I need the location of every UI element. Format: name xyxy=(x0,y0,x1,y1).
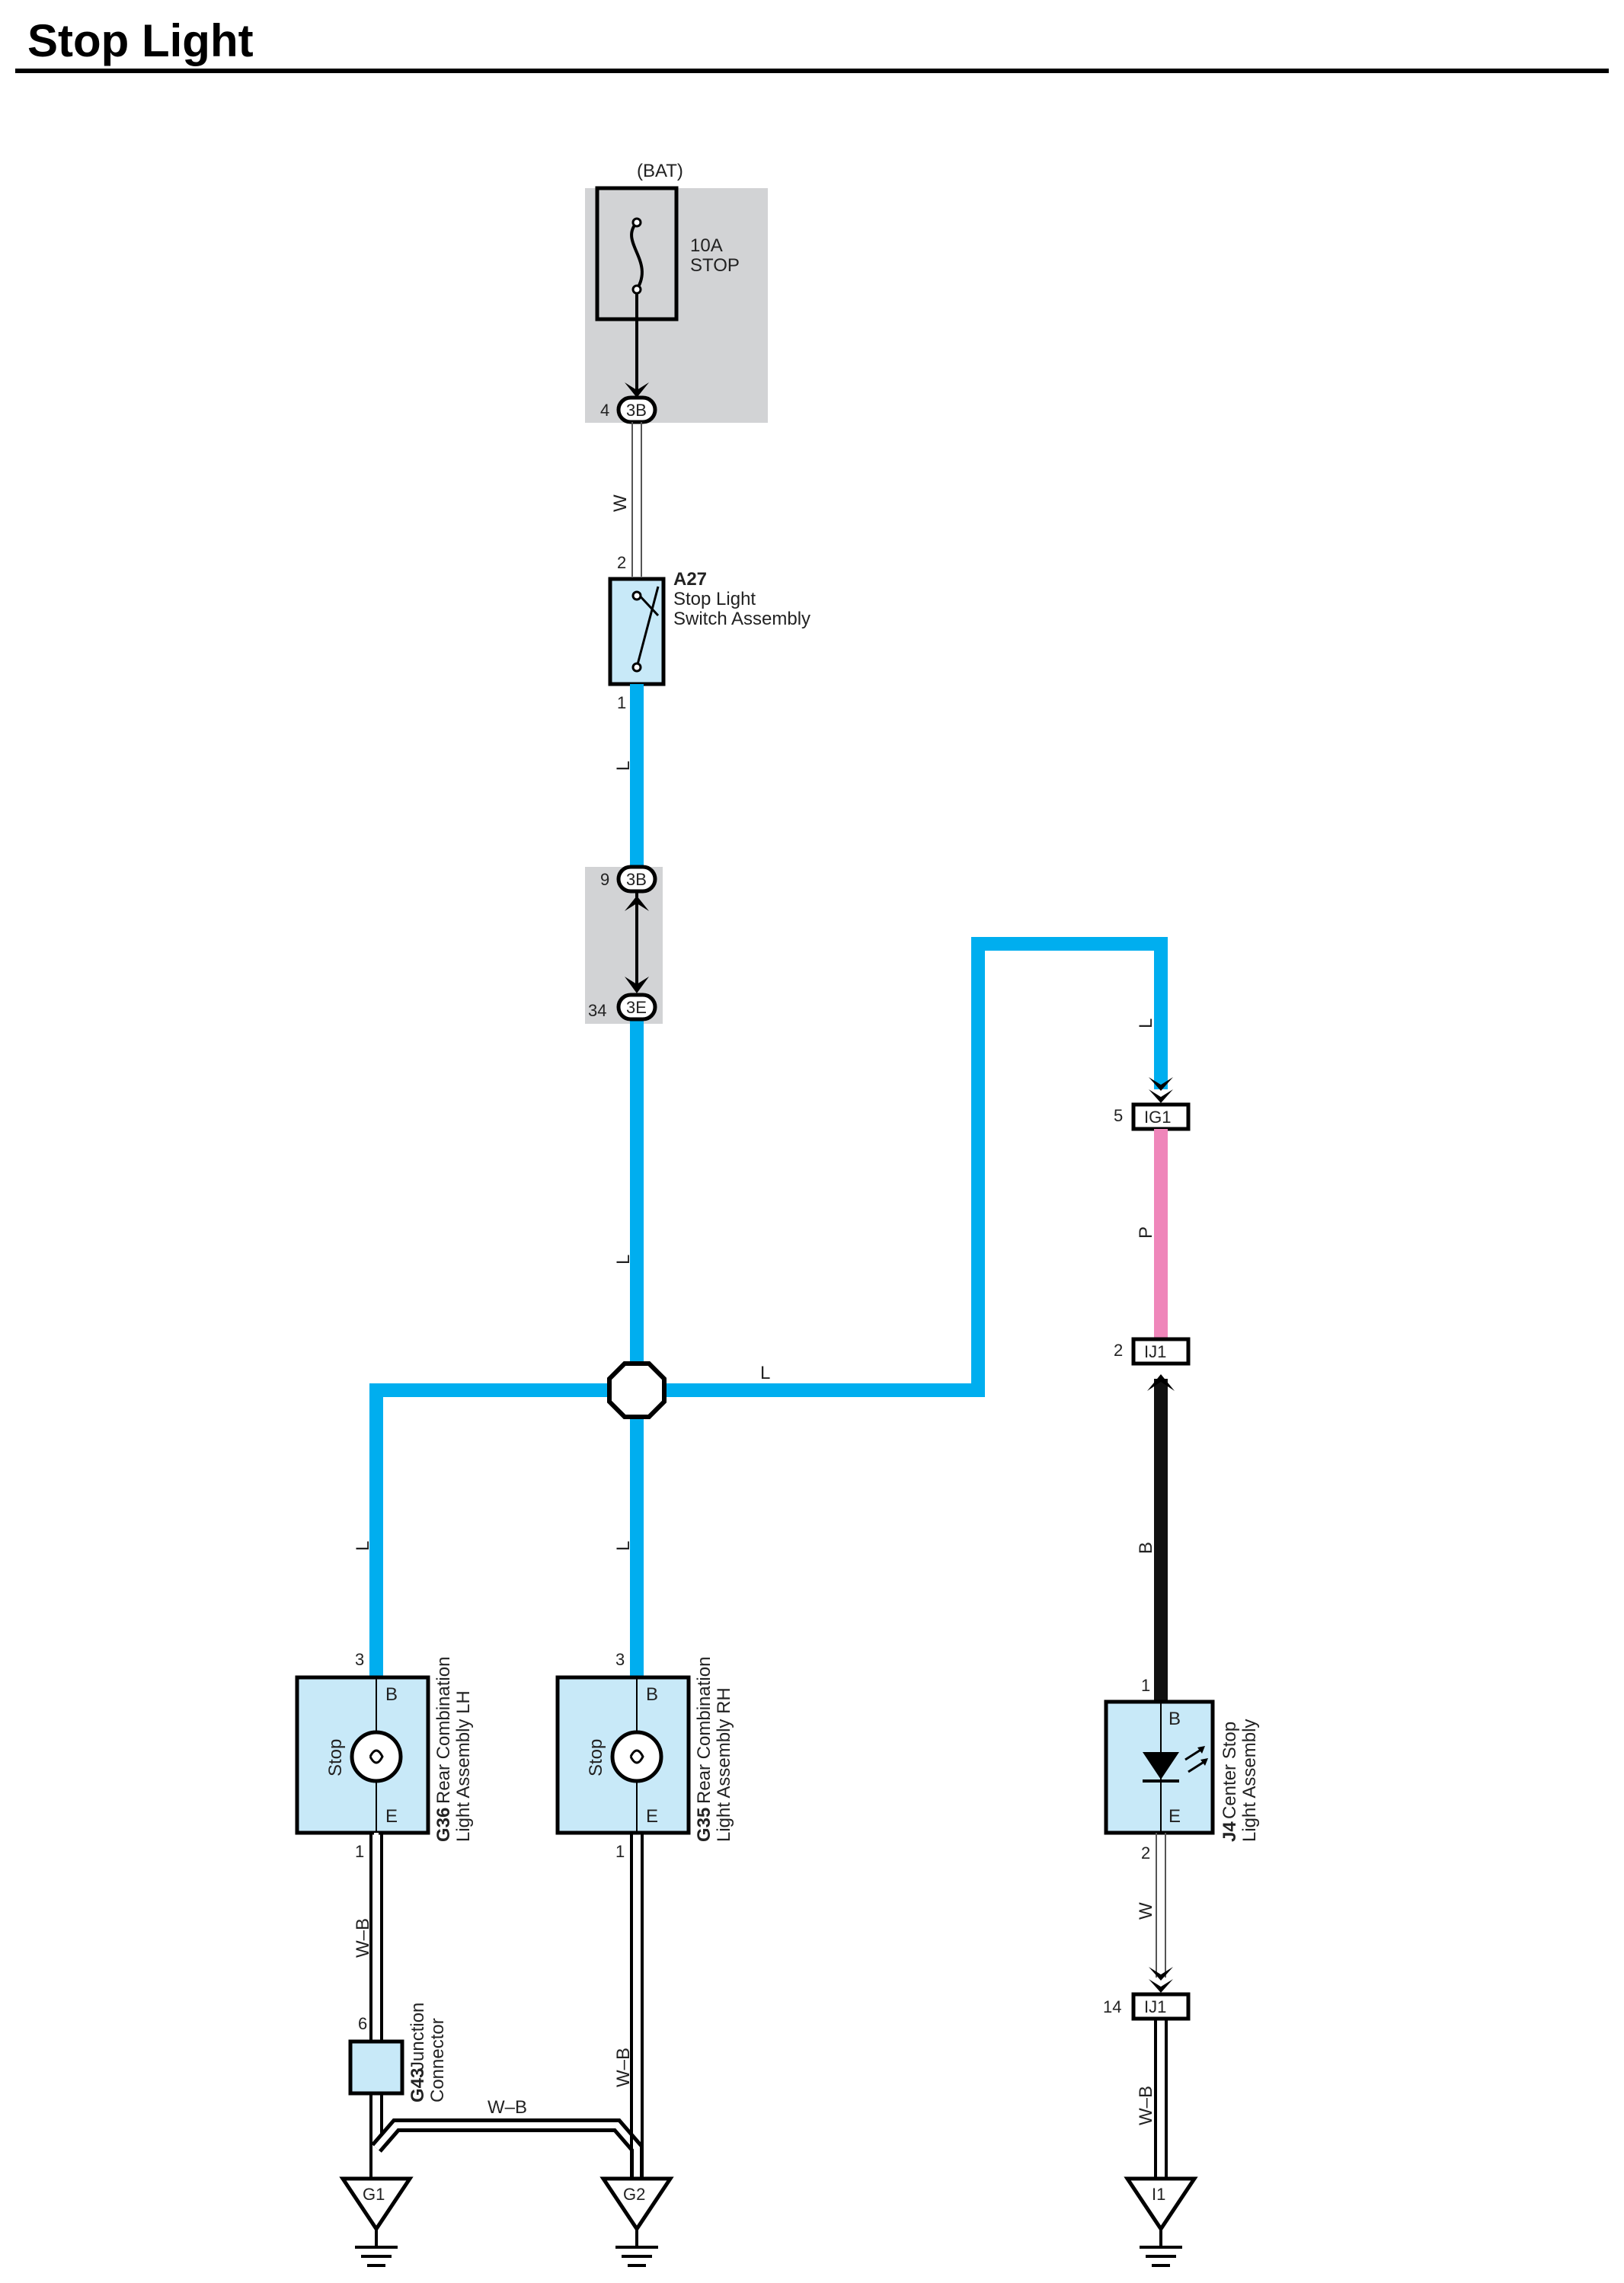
wire-code-l-right: L xyxy=(760,1363,770,1383)
lamp-lh-pin-e: 1 xyxy=(355,1842,364,1861)
ground-g1-label: G1 xyxy=(363,2185,385,2204)
junction-connector-code: G43 xyxy=(408,2068,428,2102)
wire-code-l2: L xyxy=(613,1255,634,1265)
lamp-rh-term-e: E xyxy=(646,1806,658,1827)
led-icon xyxy=(1143,1746,1208,1783)
bulb-icon xyxy=(610,1730,663,1783)
splice-icon xyxy=(607,1361,667,1419)
junction-connector-pin: 6 xyxy=(358,2014,367,2033)
svg-text:3B: 3B xyxy=(626,401,647,420)
center-stop-term-b: B xyxy=(1168,1709,1181,1729)
switch-pin-in: 2 xyxy=(617,553,626,572)
title-rule xyxy=(15,69,1609,73)
wire-wb-left xyxy=(369,1833,383,2042)
wire-wb-right xyxy=(1154,2019,1168,2179)
lamp-rh-code: G35 xyxy=(694,1808,714,1842)
svg-text:IG1: IG1 xyxy=(1144,1108,1171,1127)
page-title: Stop Light xyxy=(27,15,254,66)
wire-code-l-top-right: L xyxy=(1136,1018,1156,1028)
center-stop-code: J4 xyxy=(1220,1821,1240,1842)
connector-3e: 3E xyxy=(616,993,657,1022)
wire-code-b: B xyxy=(1136,1542,1156,1554)
lamp-lh-term-b: B xyxy=(385,1684,398,1705)
bulb-icon xyxy=(350,1730,403,1783)
wire-code-w1: W xyxy=(610,494,631,512)
connector-3e-pin: 34 xyxy=(588,1001,606,1020)
center-stop-lamp: B E xyxy=(1104,1699,1215,1835)
lamp-rh: B E Stop xyxy=(555,1675,691,1835)
wire-wb-bus xyxy=(369,2093,644,2179)
wire-code-l-left: L xyxy=(353,1541,373,1551)
ground-icon: G2 xyxy=(599,2176,674,2267)
svg-text:IJ1: IJ1 xyxy=(1144,1997,1166,2016)
wire-wb-mid xyxy=(630,1833,644,2179)
ig1-pin: 5 xyxy=(1114,1106,1123,1125)
ground-icon: I1 xyxy=(1124,2176,1198,2267)
lamp-rh-pin-b: 3 xyxy=(615,1650,625,1669)
wire-code-wb-bus: W–B xyxy=(488,2097,527,2118)
connector-3b-mid-pin: 9 xyxy=(600,870,609,889)
svg-text:3B: 3B xyxy=(626,870,647,889)
lamp-rh-name-line1: Rear Combination xyxy=(694,1657,714,1804)
lamp-lh: B E Stop xyxy=(295,1675,430,1835)
switch-name-line1: Stop Light xyxy=(673,589,756,609)
ground-i1-label: I1 xyxy=(1152,2185,1165,2204)
connector-ig1: IG1 xyxy=(1131,1102,1191,1131)
center-stop-name-line2: Light Assembly xyxy=(1239,1719,1260,1842)
lamp-lh-name-line2: Light Assembly LH xyxy=(453,1690,474,1842)
lamp-rh-name-line2: Light Assembly RH xyxy=(714,1687,734,1842)
connector-3b-pin: 4 xyxy=(600,401,609,420)
switch-name-line2: Switch Assembly xyxy=(673,609,810,629)
ground-g2-label: G2 xyxy=(623,2185,645,2204)
lamp-lh-code: G36 xyxy=(433,1808,454,1842)
fuse-rating: 10A xyxy=(690,235,723,256)
lamp-lh-label: Stop xyxy=(325,1739,346,1776)
center-stop-term-e: E xyxy=(1168,1806,1181,1827)
lamp-rh-label: Stop xyxy=(586,1739,606,1776)
ij1-bottom-pin: 14 xyxy=(1103,1997,1121,2016)
wire-code-l1: L xyxy=(613,761,634,771)
wire-l-branches xyxy=(369,937,1168,1676)
lamp-rh-pin-e: 1 xyxy=(615,1842,625,1861)
connector-ij1-top: IJ1 xyxy=(1131,1337,1191,1366)
fuse-name: STOP xyxy=(690,255,740,276)
switch-icon xyxy=(608,577,666,686)
switch-code: A27 xyxy=(673,569,707,590)
switch-pin-out: 1 xyxy=(617,693,626,712)
svg-text:3E: 3E xyxy=(626,998,647,1017)
lamp-lh-name-line1: Rear Combination xyxy=(433,1657,454,1804)
ground-icon: G1 xyxy=(339,2176,414,2267)
ij1-top-pin: 2 xyxy=(1114,1341,1123,1360)
wire-code-wb-mid: W–B xyxy=(613,2048,634,2087)
lamp-lh-pin-b: 3 xyxy=(355,1650,364,1669)
junction-connector-name-line2: Connector xyxy=(427,2018,448,2102)
wire-code-wb-left: W–B xyxy=(353,1918,373,1958)
power-source-label: (BAT) xyxy=(637,161,683,181)
lamp-rh-term-b: B xyxy=(646,1684,658,1705)
wire-code-p: P xyxy=(1136,1226,1156,1239)
center-stop-pin-b: 1 xyxy=(1141,1676,1150,1695)
wire-code-w2: W xyxy=(1136,1902,1156,1920)
connector-3b-top: 3B xyxy=(616,395,657,424)
lamp-lh-term-e: E xyxy=(385,1806,398,1827)
center-stop-name-line1: Center Stop xyxy=(1220,1722,1240,1819)
wire-w2 xyxy=(1156,1833,1166,1978)
center-stop-pin-e: 2 xyxy=(1141,1843,1150,1863)
svg-text:IJ1: IJ1 xyxy=(1144,1342,1166,1361)
wire-code-l-mid: L xyxy=(613,1541,634,1551)
connector-3b-mid: 3B xyxy=(616,865,657,894)
connector-ij1-bottom: IJ1 xyxy=(1131,1992,1191,2021)
wire-code-wb-right: W–B xyxy=(1136,2086,1156,2125)
junction-connector-name-line1: Junction xyxy=(408,2003,428,2070)
junction-connector xyxy=(348,2039,404,2096)
